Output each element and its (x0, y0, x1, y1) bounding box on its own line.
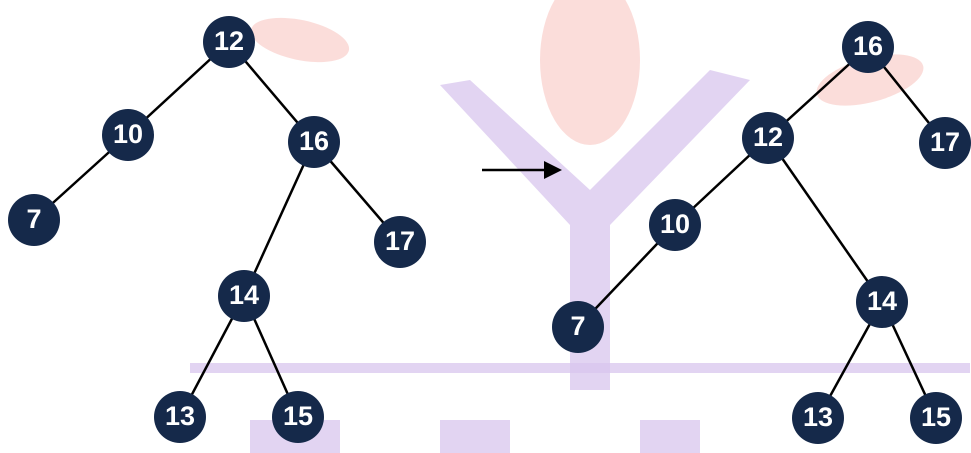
node-circle (742, 112, 794, 164)
node-label: 7 (570, 311, 585, 341)
tree-edge-b16-b14 (242, 141, 316, 297)
node-label: 14 (229, 280, 259, 310)
node-circle (102, 109, 154, 161)
tree-node-a16: 16 (842, 21, 894, 73)
node-label: 13 (165, 401, 195, 431)
node-circle (8, 194, 60, 246)
tree-node-b12: 12 (203, 16, 255, 68)
node-label: 12 (753, 122, 783, 152)
node-label: 10 (660, 209, 690, 239)
tree-node-a15: 15 (910, 392, 962, 444)
node-label: 7 (26, 204, 41, 234)
tree-node-b10: 10 (102, 109, 154, 161)
tree-node-a13: 13 (792, 392, 844, 444)
tree-node-a10: 10 (649, 199, 701, 251)
node-label: 13 (803, 402, 833, 432)
node-label: 12 (214, 26, 244, 56)
node-circle (552, 301, 604, 353)
node-label: 15 (283, 401, 313, 431)
tree-node-b7: 7 (8, 194, 60, 246)
node-circle (649, 199, 701, 251)
node-label: 16 (853, 31, 883, 61)
node-label: 15 (921, 402, 951, 432)
node-circle (856, 276, 908, 328)
tree-node-b16: 16 (288, 116, 340, 168)
tree-node-b17: 17 (374, 216, 426, 268)
tree-node-b15: 15 (272, 391, 324, 443)
node-label: 17 (930, 127, 960, 157)
node-circle (288, 116, 340, 168)
tree-node-a17: 17 (919, 117, 971, 169)
node-circle (910, 392, 962, 444)
node-circle (842, 21, 894, 73)
node-circle (272, 391, 324, 443)
node-circle (374, 216, 426, 268)
tree-edge-a12-a14 (766, 137, 884, 303)
node-circle (154, 391, 206, 443)
node-label: 10 (113, 119, 143, 149)
node-circle (203, 16, 255, 68)
nodes-layer: 12 10 16 7 17 14 13 15 16 12 17 10 14 7 13 15 (8, 16, 971, 444)
node-circle (218, 270, 270, 322)
tree-node-a7: 7 (552, 301, 604, 353)
right-arrow-icon (482, 161, 562, 179)
tree-node-b13: 13 (154, 391, 206, 443)
node-label: 17 (385, 226, 415, 256)
node-label: 14 (867, 286, 897, 316)
tree-node-a12: 12 (742, 112, 794, 164)
node-circle (792, 392, 844, 444)
node-circle (919, 117, 971, 169)
node-label: 16 (299, 126, 329, 156)
watermark-logo (190, 0, 970, 453)
tree-node-a14: 14 (856, 276, 908, 328)
tree-node-b14: 14 (218, 270, 270, 322)
